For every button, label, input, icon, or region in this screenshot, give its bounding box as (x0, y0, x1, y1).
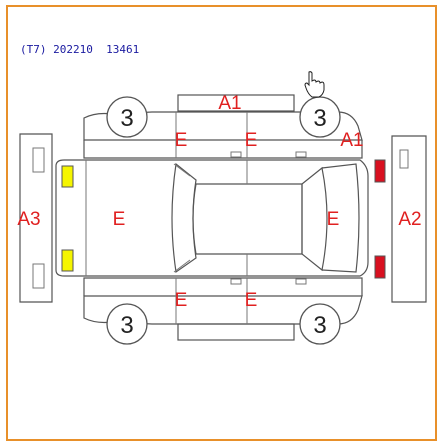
top-side-profile (83, 111, 363, 159)
front-bumper (19, 133, 53, 303)
label-e-hood: E (113, 209, 126, 230)
diagram-frame (6, 5, 437, 441)
label-e-top-front-door: E (175, 130, 188, 151)
top-roof-strip (177, 94, 295, 112)
label-a3: A3 (17, 209, 40, 230)
header-date: 202210 (53, 43, 93, 56)
wheel-bottom-right (299, 303, 341, 345)
rear-right-taillamp (374, 255, 386, 279)
label-e-bottom-rear-door: E (245, 290, 258, 311)
label-a1-front-right: A1 (340, 130, 363, 151)
label-e-bottom-front-door: E (175, 290, 188, 311)
rear-left-taillamp (374, 159, 386, 183)
front-left-headlamp (61, 165, 74, 188)
grade-top-right: 3 (313, 105, 326, 132)
wheel-bottom-left (106, 303, 148, 345)
label-a2: A2 (398, 209, 421, 230)
label-a1-roof: A1 (218, 93, 241, 114)
header-code: (T7) (20, 43, 47, 56)
wheel-top-left (106, 96, 148, 138)
hand-pointer-icon (304, 71, 325, 98)
car-top-view-body (55, 159, 369, 277)
bottom-side-profile (83, 277, 363, 325)
grade-bottom-right: 3 (313, 312, 326, 339)
bottom-roof-strip (177, 323, 295, 341)
header-line: (T7) 202210 13461 (20, 43, 139, 56)
rear-bumper (391, 135, 427, 303)
grade-bottom-left: 3 (120, 312, 133, 339)
label-e-top-rear-door: E (245, 130, 258, 151)
front-right-headlamp (61, 249, 74, 272)
grade-top-left: 3 (120, 105, 133, 132)
label-e-trunk: E (327, 209, 340, 230)
header-number: 13461 (106, 43, 140, 56)
